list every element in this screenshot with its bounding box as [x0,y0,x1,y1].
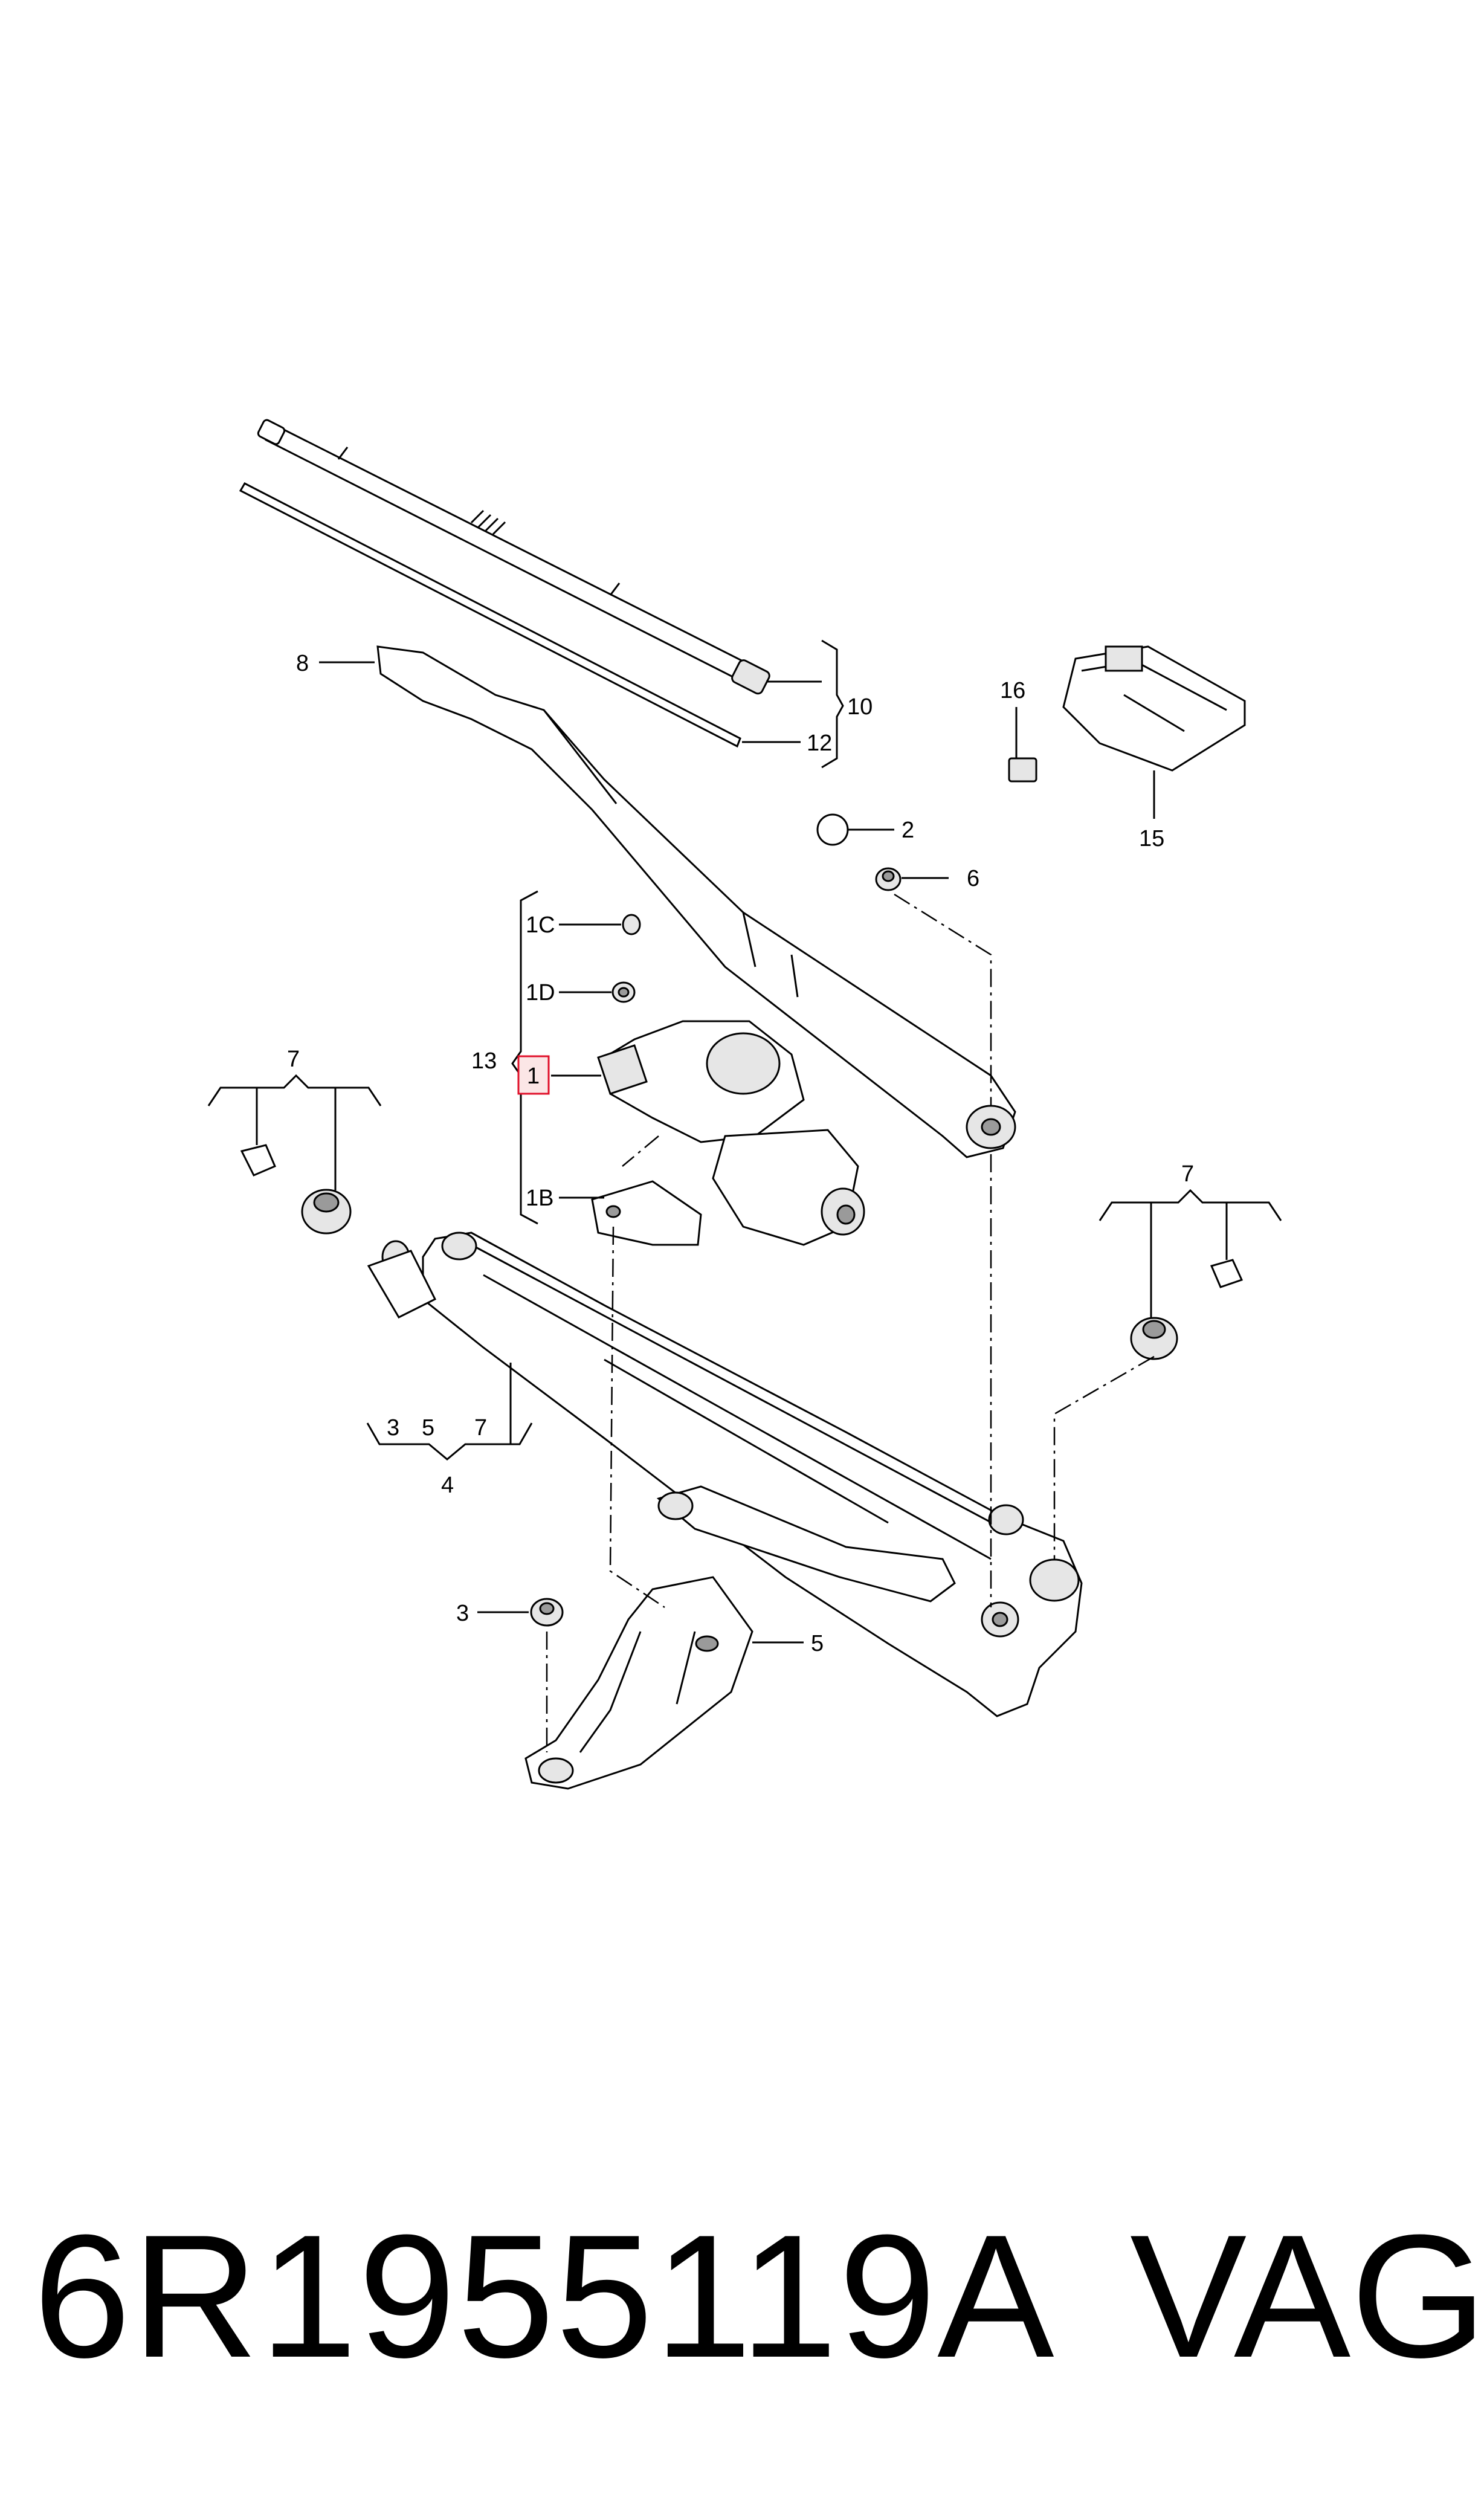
callout-6: 6 [967,866,979,891]
nut-1d [611,981,636,1003]
callout-12: 12 [807,731,832,756]
part-number: 6R1955119A [33,2198,1056,2394]
grommet-right [1130,1259,1244,1360]
callout-10: 10 [847,694,873,720]
callout-labels: 8 10 12 16 15 2 6 1C 1D 13 1 1B 7 7 3 5 … [287,651,1194,1656]
callout-8: 8 [296,651,309,676]
callout-1b: 1B [526,1186,553,1211]
motor-bracket [591,1180,702,1246]
callout-3: 3 [456,1601,469,1626]
cover-cap [816,813,849,846]
callout-3-group: 3 [387,1415,399,1441]
wiper-linkage-frame [367,1232,1083,1717]
rain-sensor-housing [1062,645,1246,772]
brand-label: VAG [1130,2198,1484,2394]
callout-13: 13 [471,1048,497,1074]
callout-16: 16 [1000,678,1025,703]
hex-nut-6 [875,867,902,891]
guide-lines [546,893,1155,1752]
callout-1d: 1D [526,980,555,1006]
callout-5: 5 [811,1631,824,1656]
callout-5-group: 5 [422,1415,434,1441]
wiper-assembly-diagram: 8 10 12 16 15 2 6 1C 1D 13 1 1B 7 7 3 5 … [207,419,1282,1790]
callout-1c: 1C [526,912,555,938]
bolt-1c [622,914,641,935]
callout-1: 1 [527,1064,540,1089]
callout-7-group: 7 [474,1415,487,1441]
callout-4: 4 [441,1473,454,1498]
callout-1-highlight [517,1055,550,1095]
leader-lines [207,639,1282,1644]
sensor-clip [1008,757,1037,783]
callout-2: 2 [902,818,914,843]
wiper-blade [257,419,770,695]
hex-nut-3 [530,1598,564,1627]
wiper-motor [597,1020,865,1246]
grommet-left [240,1144,352,1235]
callout-7-left: 7 [287,1047,300,1072]
callout-7-right: 7 [1181,1161,1194,1187]
wiper-rubber [239,482,741,748]
wiper-arm [376,645,1016,1158]
mounting-bracket [524,1576,753,1790]
callout-15: 15 [1139,826,1164,851]
